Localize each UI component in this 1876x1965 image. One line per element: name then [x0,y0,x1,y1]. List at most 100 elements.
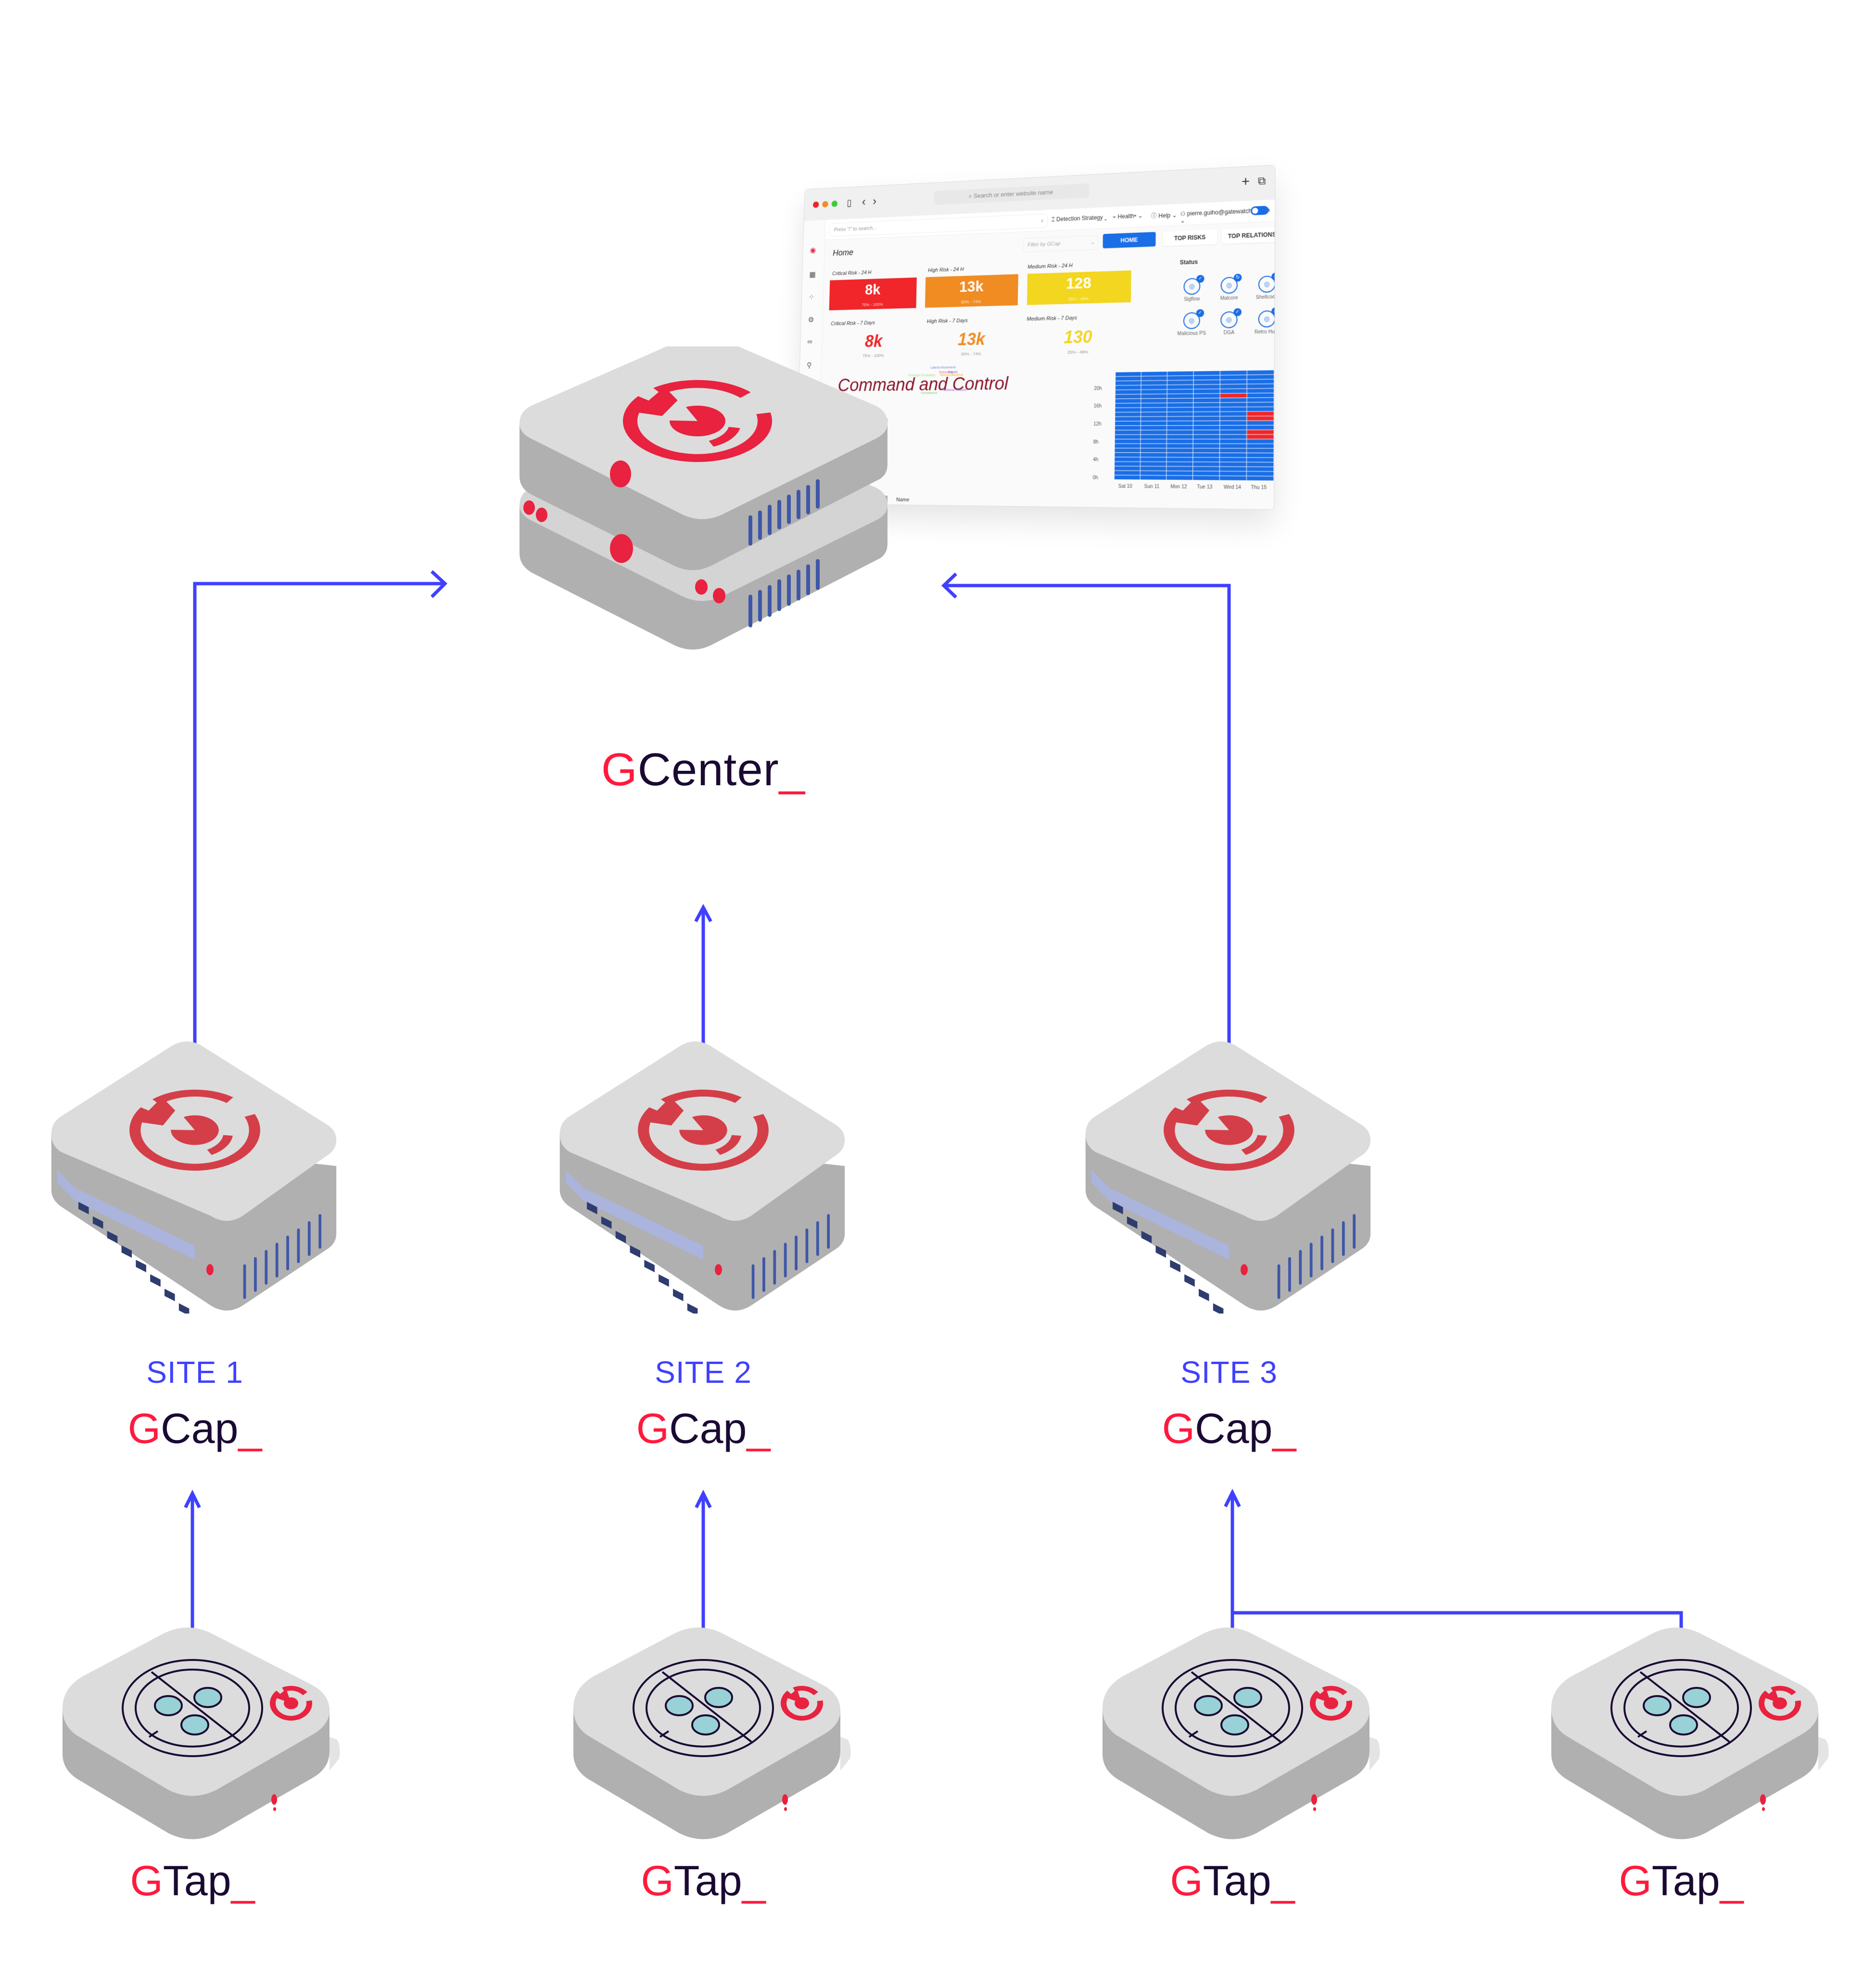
heatmap-cell[interactable] [1220,370,1247,375]
heatmap-cell[interactable] [1167,371,1193,376]
heatmap-cell[interactable] [1193,403,1219,407]
heatmap-cell[interactable] [1141,417,1166,421]
heatmap-cell[interactable] [1167,389,1193,394]
heatmap-cell[interactable] [1194,380,1220,384]
heatmap-cell[interactable] [1247,384,1274,388]
status-item[interactable]: ◎✓Retro Hunt [1249,310,1276,335]
heatmap-cell[interactable] [1166,458,1192,462]
kpi-medium-7d[interactable]: 13025% - 49% [1036,326,1121,357]
heatmap-cell[interactable] [1247,375,1274,379]
heatmap-cell[interactable] [1141,435,1166,439]
heatmap-cell[interactable] [1247,444,1274,448]
heatmap-cell[interactable] [1220,412,1246,416]
heatmap-cell[interactable] [1141,421,1166,426]
new-tab-icon[interactable]: + [1242,173,1250,189]
minimize-window-dot[interactable] [822,201,828,208]
heatmap-cell[interactable] [1141,390,1166,394]
heatmap-cell[interactable] [1247,370,1274,374]
heatmap-cell[interactable] [1115,435,1141,439]
heatmap-cell[interactable] [1220,425,1246,430]
heatmap-cell[interactable] [1115,458,1140,462]
heatmap-cell[interactable] [1220,398,1247,402]
heatmap-cell[interactable] [1220,458,1246,462]
tabs-overview-icon[interactable]: ⧉ [1258,175,1266,188]
heatmap-cell[interactable] [1141,426,1166,430]
heatmap-cell[interactable] [1115,444,1141,448]
heatmap-cell-alert[interactable] [1220,394,1247,398]
heatmap-cell[interactable] [1115,426,1141,430]
nodes-icon[interactable]: ⁘ [809,293,814,302]
back-icon[interactable]: ‹ [862,194,866,209]
url-bar[interactable]: ⌕ Search or enter website name [934,183,1089,205]
status-item[interactable]: ◎↻Malcore [1212,277,1247,302]
nav-detection-strategy[interactable]: ⌶ Detection Strategy ⌄ [1052,214,1107,223]
heatmap-cell[interactable] [1220,430,1246,434]
heatmap-cell[interactable] [1167,448,1193,453]
heatmap-cell[interactable] [1193,435,1219,439]
heatmap-cell[interactable] [1247,458,1274,462]
heatmap-cell[interactable] [1141,408,1166,412]
status-item[interactable]: ◎✓DGA [1211,311,1246,336]
heatmap-cell[interactable] [1220,384,1247,389]
sidebar-toggle-icon[interactable]: ▯ [847,197,851,209]
heatmap-cell[interactable] [1247,425,1274,430]
heatmap-cell[interactable] [1193,384,1219,389]
heatmap-cell[interactable] [1220,448,1246,453]
heatmap-cell[interactable] [1220,416,1246,421]
heatmap-cell[interactable] [1141,403,1166,408]
close-window-dot[interactable] [813,202,819,208]
heatmap-cell[interactable] [1167,439,1193,443]
heatmap-cell[interactable] [1167,421,1193,425]
tab-top-relations[interactable]: TOP RELATIONS [1222,227,1275,244]
heatmap-cell[interactable] [1193,389,1219,394]
heatmap-cell[interactable] [1115,448,1140,452]
heatmap-cell-alert[interactable] [1247,416,1273,421]
heatmap-cell[interactable] [1247,407,1273,411]
heatmap-cell[interactable] [1167,385,1193,389]
theme-toggle[interactable] [1251,206,1269,216]
heatmap-cell[interactable] [1247,389,1274,393]
gatewatcher-logo-icon[interactable]: ◉ [810,245,816,255]
heatmap-cell[interactable] [1247,421,1274,425]
heatmap-cell[interactable] [1220,389,1247,393]
heatmap-cell[interactable] [1141,448,1166,452]
heatmap-cell[interactable] [1194,375,1220,380]
heatmap-cell[interactable] [1193,458,1219,462]
heatmap-cell[interactable] [1167,403,1193,408]
heatmap-cell-alert[interactable] [1247,430,1274,434]
heatmap-cell[interactable] [1167,408,1193,412]
heatmap-cell[interactable] [1141,471,1166,475]
heatmap-cell[interactable] [1193,430,1219,434]
heatmap-cell[interactable] [1115,466,1140,471]
heatmap-cell[interactable] [1220,462,1246,467]
heatmap-cell[interactable] [1115,381,1141,385]
heatmap-cell[interactable] [1115,439,1141,443]
heatmap-cell[interactable] [1141,466,1166,471]
heatmap-cell[interactable] [1141,430,1166,434]
heatmap-cell[interactable] [1194,371,1220,375]
status-item[interactable]: ◎✓Shellcode [1249,275,1276,301]
heatmap-cell[interactable] [1141,371,1167,376]
heatmap-cell[interactable] [1115,372,1141,376]
heatmap-cell[interactable] [1141,444,1166,448]
heatmap-cell[interactable] [1247,402,1273,407]
heatmap-cell[interactable] [1115,475,1140,480]
heatmap-cell[interactable] [1167,444,1193,448]
heatmap-cell[interactable] [1115,403,1141,408]
tab-home[interactable]: HOME [1103,232,1156,248]
heatmap-cell[interactable] [1220,444,1246,448]
heatmap-cell[interactable] [1193,453,1219,458]
heatmap-cell[interactable] [1115,421,1141,425]
heatmap-cell[interactable] [1115,453,1140,457]
binoculars-icon[interactable]: ∞ [807,338,812,346]
heatmap-cell[interactable] [1141,439,1166,443]
heatmap-cell[interactable] [1220,407,1247,411]
heatmap-cell[interactable] [1141,376,1167,381]
heatmap-cell[interactable] [1141,399,1166,403]
heatmap-cell-alert[interactable] [1247,434,1274,439]
heatmap-cell[interactable] [1247,448,1274,453]
heatmap-cell[interactable] [1247,467,1274,472]
heatmap-cell[interactable] [1115,430,1141,434]
settings-icon[interactable]: ⚙ [808,315,814,324]
heatmap-cell[interactable] [1193,412,1219,416]
